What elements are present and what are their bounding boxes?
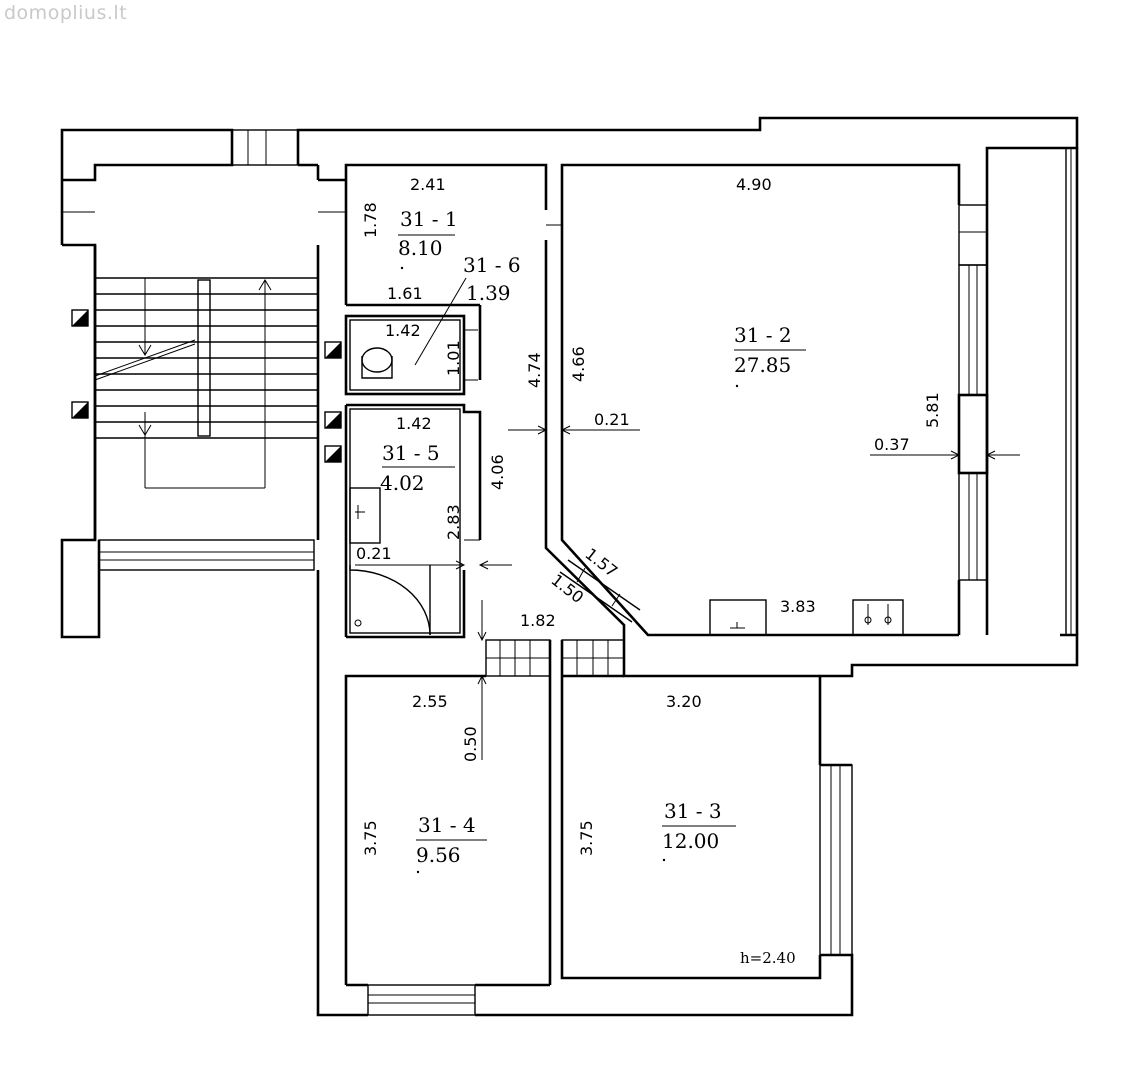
dim-r4-step: 0.50 [461,726,480,762]
room-31-1-area: 8.10 [398,236,443,260]
room-31-6 [344,314,478,396]
dim-r3-width: 3.20 [666,692,702,711]
dim-r5-height: 2.83 [444,504,463,540]
dim-r1-height: 1.78 [361,202,380,238]
dim-r6-width: 1.42 [385,321,421,340]
room-31-4-area: 9.56 [416,843,461,867]
dim-r4-height: 3.75 [361,820,380,856]
dim-wall-021: 0.21 [594,410,630,429]
outer-walls [60,116,1079,1017]
dim-r1-bottom: 1.61 [387,284,423,303]
dim-r5-width: 1.42 [396,414,432,433]
room-31-2-code: 31 - 2 [734,323,792,347]
dim-corridor: 1.82 [520,611,556,630]
dim-r4-width: 2.55 [412,692,448,711]
area-markers [400,266,739,874]
dim-r2-left-outer: 4.74 [525,352,544,388]
room-31-6-code: 31 - 6 [463,253,521,277]
ceiling-height: h=2.40 [740,949,796,967]
dim-r2-left-inner: 4.66 [569,346,588,382]
room-31-1-code: 31 - 1 [400,207,458,231]
dim-diag-150: 1.50 [548,570,588,607]
room-31-5-area: 4.02 [380,471,425,495]
dimension-leaders [355,234,1020,841]
dimension-labels: 2.41 1.78 1.61 4.90 4.74 4.66 0.21 0.37 … [356,175,942,967]
dim-r3-height: 3.75 [577,820,596,856]
room-31-3-code: 31 - 3 [664,799,722,823]
room-31-1 [344,163,548,380]
dim-r1-width: 2.41 [410,175,446,194]
watermark: domoplius.lt [4,2,128,24]
dim-r5-height-outer: 4.06 [488,454,507,490]
room-31-2 [544,148,1072,678]
room-31-6-area: 1.39 [466,281,511,305]
room-31-2-area: 27.85 [734,353,791,377]
dim-window-depth: 0.37 [874,435,910,454]
dim-r5-wall: 0.21 [356,544,392,563]
dim-r2-height: 5.81 [923,392,942,428]
room-31-3 [560,639,853,980]
dim-r2-bottom: 3.83 [780,597,816,616]
shaft-symbols [71,309,342,463]
room-31-4-code: 31 - 4 [418,813,476,837]
room-labels: 31 - 1 8.10 31 - 6 1.39 31 - 2 27.85 31 … [380,207,792,867]
room-31-5-code: 31 - 5 [382,441,440,465]
dim-r2-width: 4.90 [736,175,772,194]
room-31-3-area: 12.00 [662,829,719,853]
staircase [62,129,562,571]
room-31-4 [344,639,552,1016]
dim-r6-height: 1.01 [444,340,463,376]
room-31-5 [344,403,482,639]
dim-diag-157: 1.57 [582,544,622,581]
